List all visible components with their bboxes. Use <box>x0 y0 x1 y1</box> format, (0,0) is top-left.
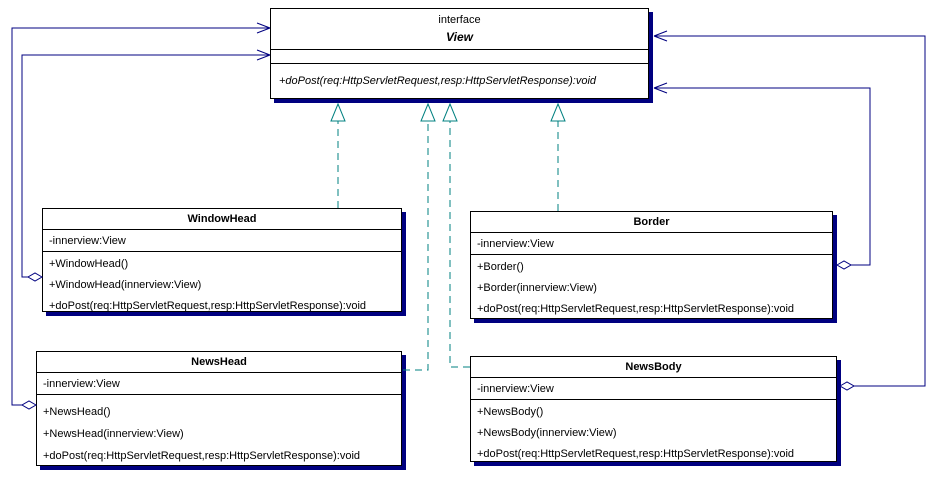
class-method: +NewsHead(innerview:View) <box>43 428 184 440</box>
interface-header: interface View <box>271 9 648 49</box>
aggregation-diamond-icon <box>838 381 856 391</box>
dashed-line <box>449 121 470 368</box>
class-border-box[interactable]: Border -innerview:View +Border() +Border… <box>470 211 833 319</box>
interface-view-box[interactable]: interface View +doPost(req:HttpServletRe… <box>270 8 649 99</box>
class-border-attribute: -innerview:View <box>471 232 832 254</box>
class-newsbody-methods: +NewsBody() +NewsBody(innerview:View) +d… <box>471 399 836 461</box>
realization-windowhead-view[interactable] <box>330 102 346 208</box>
class-method: +WindowHead() <box>49 258 129 270</box>
realization-newshead-view[interactable] <box>403 102 436 371</box>
class-windowhead-title: WindowHead <box>187 213 257 225</box>
class-method: +NewsBody() <box>477 406 544 418</box>
class-method: +NewsBody(innerview:View) <box>477 427 617 439</box>
interface-attributes-compartment <box>271 49 648 63</box>
open-arrowhead-icon <box>653 30 668 42</box>
class-newshead-box[interactable]: NewsHead -innerview:View +NewsHead() +Ne… <box>36 351 402 466</box>
interface-method-dopost: +doPost(req:HttpServletRequest,resp:Http… <box>271 63 648 98</box>
class-newshead-title: NewsHead <box>191 356 247 368</box>
class-method: +WindowHead(innerview:View) <box>49 279 202 291</box>
aggregation-diamond-icon <box>20 400 38 410</box>
class-method: +NewsHead() <box>43 406 111 418</box>
aggregation-diamond-icon <box>26 272 44 282</box>
class-method: +doPost(req:HttpServletRequest,resp:Http… <box>49 300 367 311</box>
hollow-triangle-arrowhead-icon <box>330 102 346 122</box>
class-method: +doPost(req:HttpServletRequest,resp:Http… <box>477 448 795 460</box>
class-border-methods: +Border() +Border(innerview:View) +doPos… <box>471 254 832 318</box>
class-newsbody-box[interactable]: NewsBody -innerview:View +NewsBody() +Ne… <box>470 356 837 462</box>
class-newsbody-title: NewsBody <box>625 361 682 373</box>
class-newsbody-attribute: -innerview:View <box>471 377 836 399</box>
class-windowhead-methods: +WindowHead() +WindowHead(innerview:View… <box>43 251 401 311</box>
aggregation-diamond-icon <box>835 260 853 270</box>
class-newshead-methods: +NewsHead() +NewsHead(innerview:View) +d… <box>37 394 401 465</box>
class-windowhead-box[interactable]: WindowHead -innerview:View +WindowHead()… <box>42 208 402 312</box>
class-method: +Border(innerview:View) <box>477 282 597 294</box>
open-arrowhead-icon <box>256 22 271 34</box>
hollow-triangle-arrowhead-icon <box>420 102 436 122</box>
class-method: +doPost(req:HttpServletRequest,resp:Http… <box>477 303 795 315</box>
hollow-triangle-arrowhead-icon <box>550 102 566 122</box>
open-arrowhead-icon <box>256 49 271 61</box>
interface-name: View <box>446 30 473 44</box>
class-method: +Border() <box>477 261 524 273</box>
hollow-triangle-arrowhead-icon <box>442 102 458 122</box>
realization-newsbody-view[interactable] <box>442 102 470 368</box>
dashed-line <box>403 121 429 371</box>
open-arrowhead-icon <box>653 82 668 94</box>
class-border-title: Border <box>633 216 670 228</box>
class-newshead-attribute: -innerview:View <box>37 372 401 394</box>
class-method: +doPost(req:HttpServletRequest,resp:Http… <box>43 450 361 462</box>
class-windowhead-attribute: -innerview:View <box>43 229 401 251</box>
realization-border-view[interactable] <box>550 102 566 211</box>
interface-stereotype: interface <box>438 14 481 26</box>
